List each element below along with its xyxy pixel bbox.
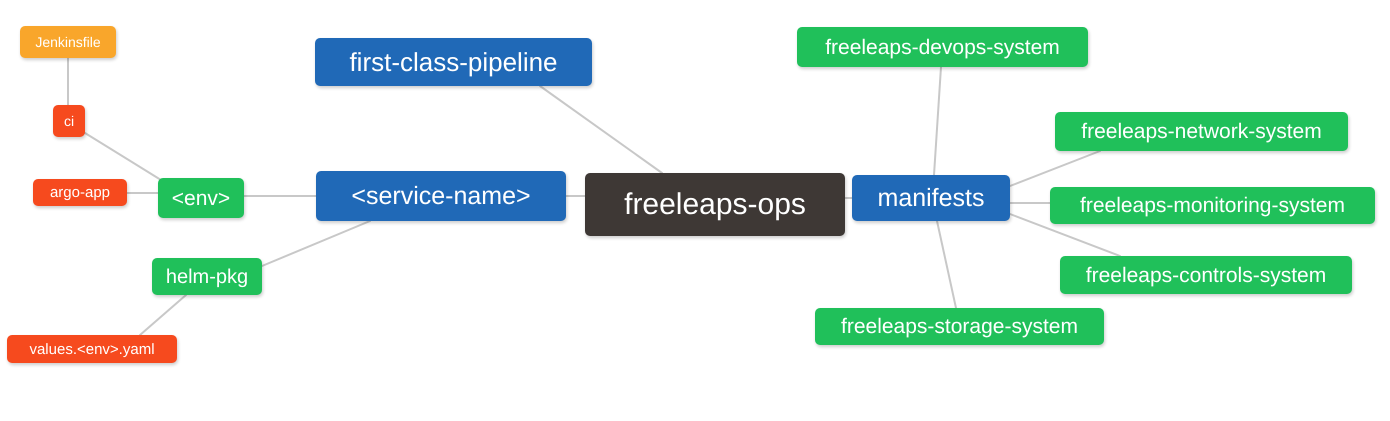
node-label-freeleaps-controls-system: freeleaps-controls-system	[1085, 263, 1327, 287]
node-freeleaps-network-system[interactable]: freeleaps-network-system	[1055, 112, 1348, 151]
edge-service-name-to-helm-pkg	[261, 220, 371, 267]
node-helm-pkg[interactable]: helm-pkg	[152, 258, 262, 295]
node-label-jenkinsfile: Jenkinsfile	[35, 34, 101, 50]
node-label-ci: ci	[63, 113, 75, 129]
node-freeleaps-controls-system[interactable]: freeleaps-controls-system	[1060, 256, 1352, 294]
node-label-argo-app: argo-app	[49, 184, 111, 201]
node-manifests[interactable]: manifests	[852, 175, 1010, 221]
node-label-env: <env>	[171, 186, 231, 210]
edge-manifests-to-freeleaps-network-system	[1009, 150, 1101, 187]
node-freeleaps-devops-system[interactable]: freeleaps-devops-system	[797, 27, 1088, 67]
node-label-freeleaps-ops: freeleaps-ops	[624, 187, 806, 221]
node-service-name[interactable]: <service-name>	[316, 171, 566, 221]
node-label-freeleaps-storage-system: freeleaps-storage-system	[841, 315, 1078, 338]
edge-manifests-to-freeleaps-storage-system	[936, 220, 957, 309]
node-freeleaps-storage-system[interactable]: freeleaps-storage-system	[815, 308, 1104, 345]
node-ci[interactable]: ci	[53, 105, 85, 137]
node-first-class-pipeline[interactable]: first-class-pipeline	[315, 38, 592, 86]
node-label-values-yaml: values.<env>.yaml	[29, 340, 155, 358]
node-label-freeleaps-network-system: freeleaps-network-system	[1081, 120, 1322, 143]
node-values-yaml[interactable]: values.<env>.yaml	[7, 335, 177, 363]
node-label-service-name: <service-name>	[351, 181, 531, 210]
edge-manifests-to-freeleaps-devops-system	[933, 66, 942, 176]
node-freeleaps-ops[interactable]: freeleaps-ops	[585, 173, 845, 236]
node-env[interactable]: <env>	[158, 178, 244, 218]
node-label-freeleaps-devops-system: freeleaps-devops-system	[825, 35, 1060, 59]
edge-freeleaps-ops-to-first-class-pipeline	[539, 85, 663, 174]
node-label-first-class-pipeline: first-class-pipeline	[349, 47, 558, 77]
node-jenkinsfile[interactable]: Jenkinsfile	[20, 26, 116, 58]
edge-helm-pkg-to-values-yaml	[139, 294, 187, 336]
node-argo-app[interactable]: argo-app	[33, 179, 127, 206]
node-label-freeleaps-monitoring-system: freeleaps-monitoring-system	[1080, 194, 1345, 217]
node-label-manifests: manifests	[877, 183, 985, 212]
edge-env-to-ci	[84, 132, 162, 181]
node-label-helm-pkg: helm-pkg	[165, 265, 249, 288]
node-freeleaps-monitoring-system[interactable]: freeleaps-monitoring-system	[1050, 187, 1375, 224]
